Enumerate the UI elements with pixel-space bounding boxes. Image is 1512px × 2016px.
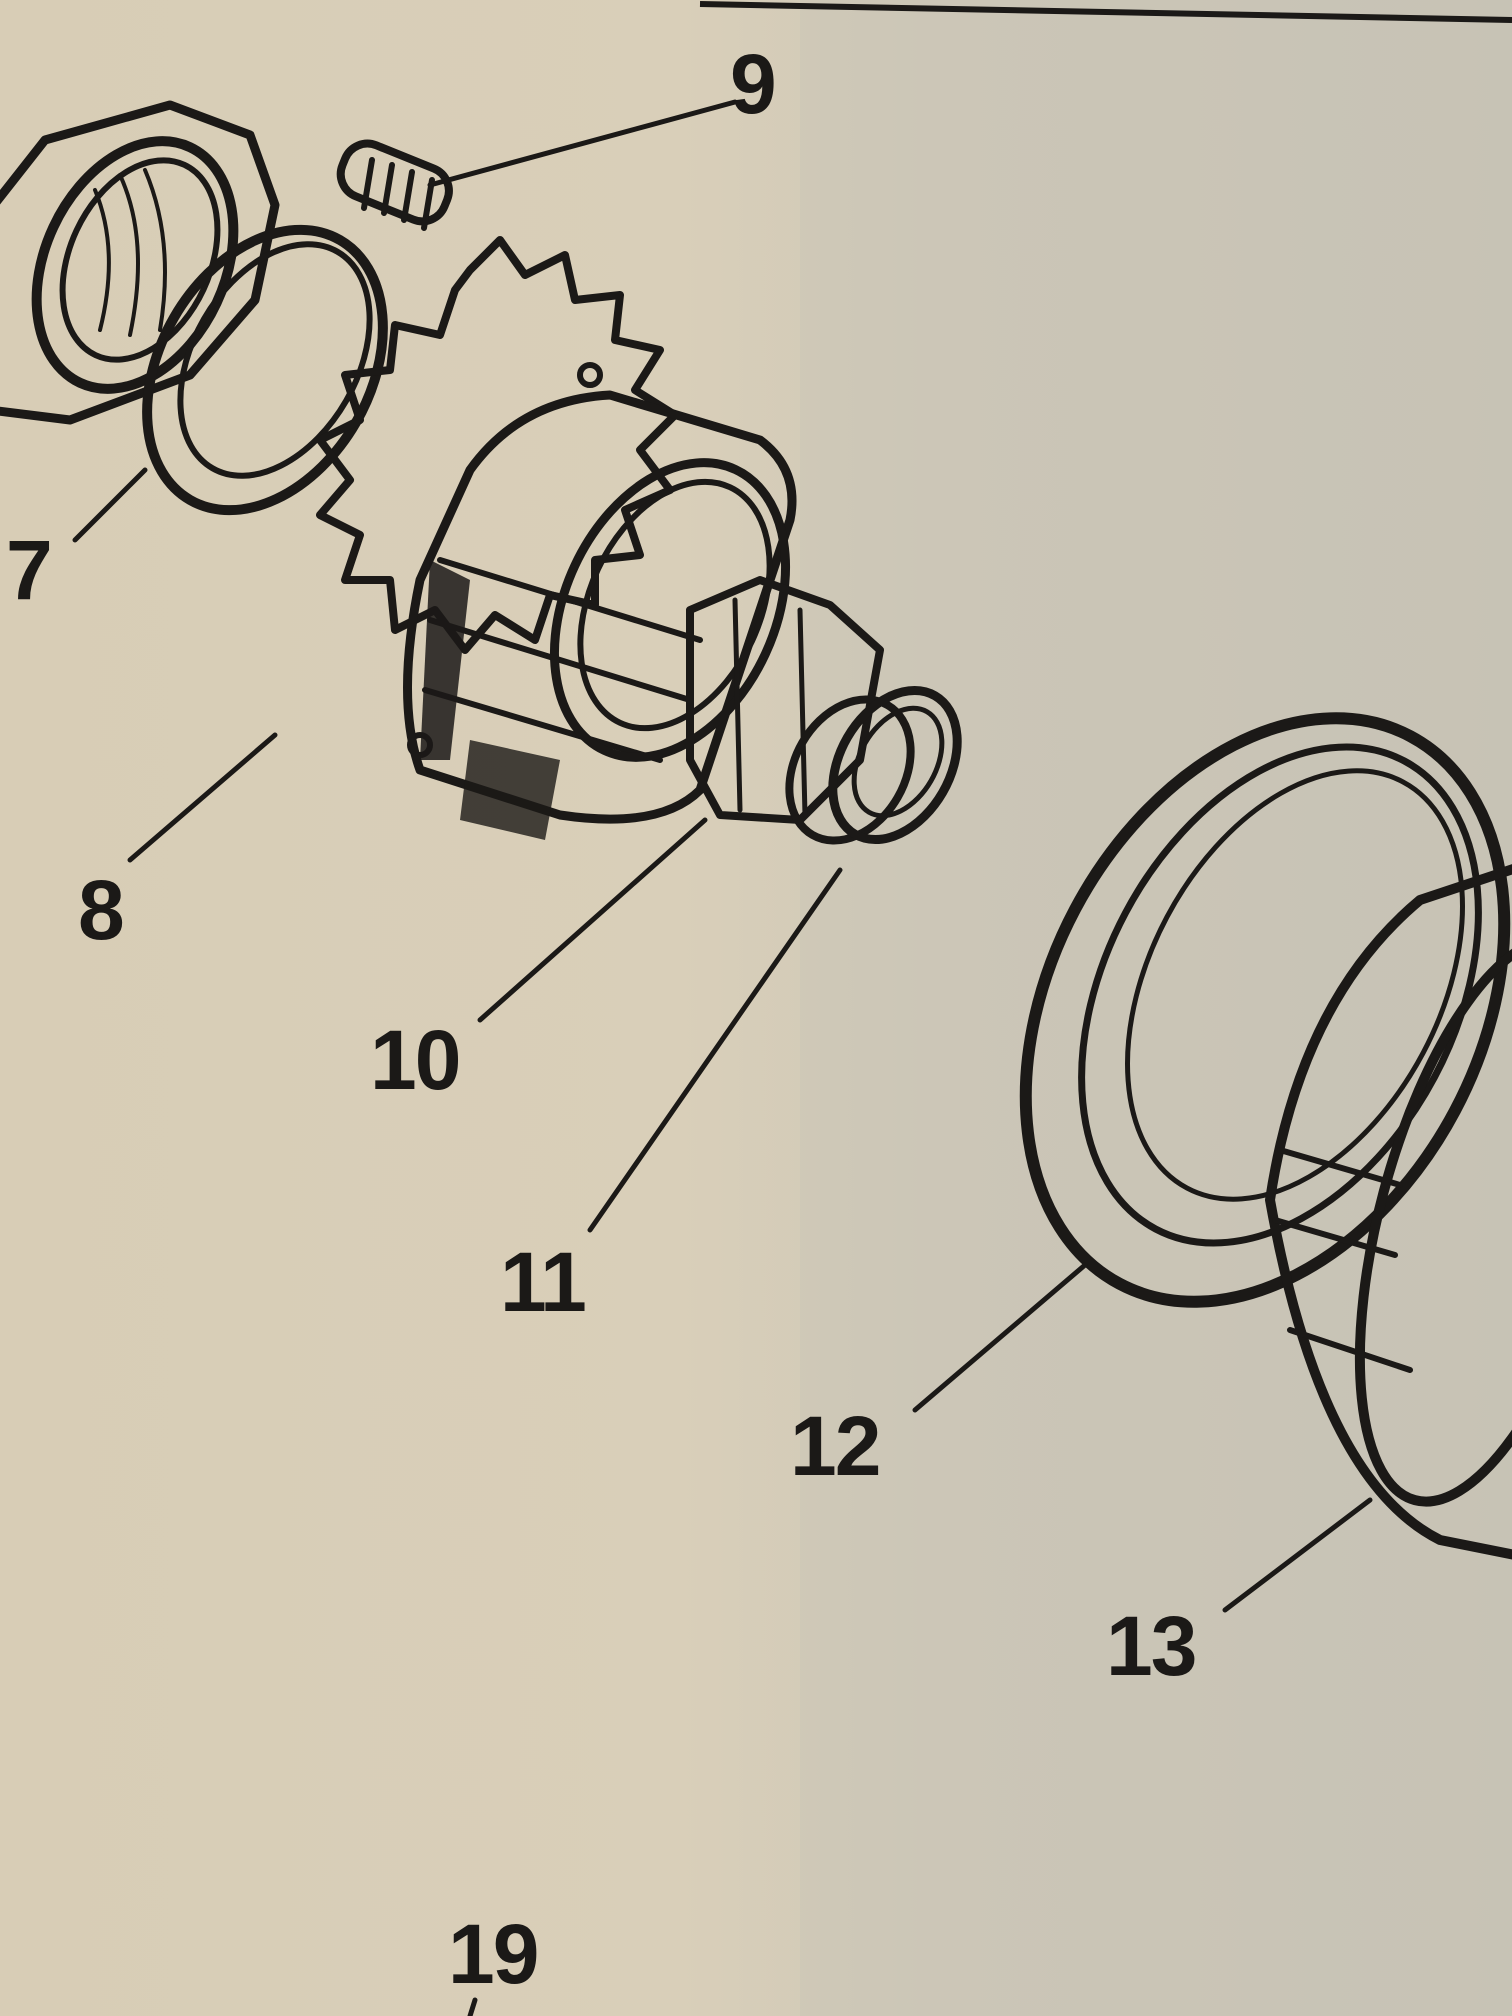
part-label-11: 11 bbox=[500, 1235, 587, 1329]
part-label-7: 7 bbox=[6, 523, 53, 617]
bearing-outer-ring bbox=[1019, 712, 1511, 1308]
leader-line-8 bbox=[127, 732, 278, 863]
part-label-10: 10 bbox=[370, 1013, 461, 1107]
hex-nut bbox=[0, 100, 280, 425]
page-top-rule bbox=[699, 1, 1512, 23]
small-spring bbox=[336, 139, 453, 231]
leader-line-9 bbox=[427, 99, 738, 188]
leader-line-7 bbox=[72, 467, 148, 543]
part-label-19: 19 bbox=[448, 1907, 539, 2001]
leader-line-13 bbox=[1222, 1497, 1373, 1613]
part-label-8: 8 bbox=[78, 863, 125, 957]
sprocket-hub bbox=[403, 390, 797, 840]
bearing-inner-race bbox=[1265, 864, 1512, 1560]
leader-line-11 bbox=[587, 867, 843, 1233]
leader-lines bbox=[72, 99, 1373, 2016]
leader-line-12 bbox=[912, 1262, 1088, 1413]
part-label-13: 13 bbox=[1106, 1599, 1197, 1693]
leader-line-10 bbox=[477, 817, 708, 1023]
part-label-9: 9 bbox=[730, 37, 777, 131]
threaded-stub bbox=[785, 685, 962, 845]
part-label-12: 12 bbox=[790, 1399, 881, 1493]
leader-line-19 bbox=[467, 1997, 478, 2016]
paper-shadow bbox=[800, 0, 1512, 2016]
